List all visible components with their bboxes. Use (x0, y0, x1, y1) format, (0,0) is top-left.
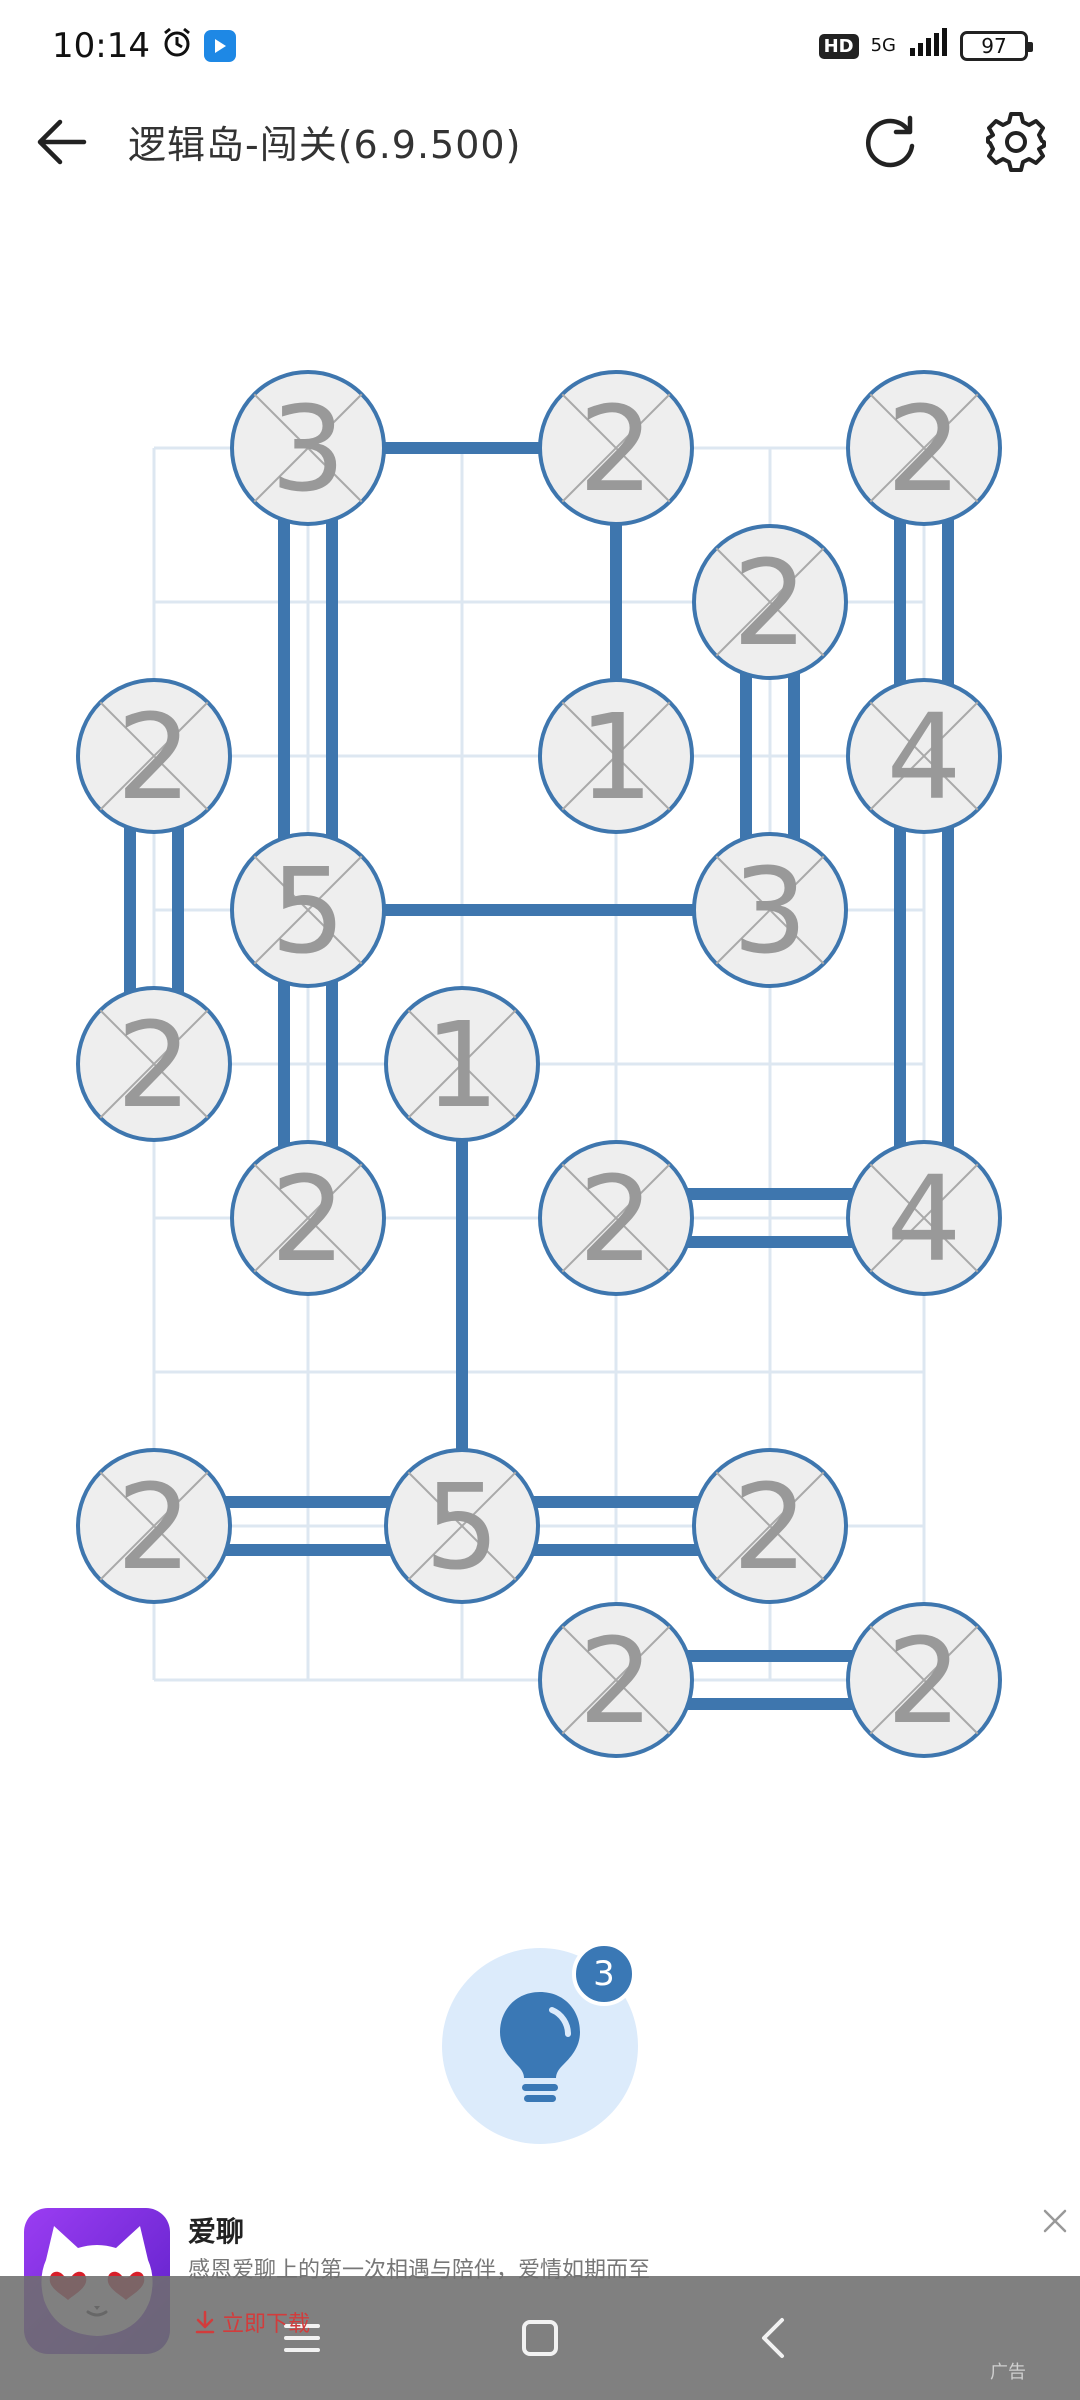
island[interactable]: 4 (846, 678, 1002, 834)
island-value: 2 (578, 1612, 653, 1750)
battery-level: 97 (981, 34, 1007, 58)
status-bar: 10:14 HD 5G 97 (0, 0, 1080, 92)
island-value: 2 (116, 1458, 191, 1596)
menu-icon (284, 2324, 320, 2352)
page-title: 逻辑岛-闯关(6.9.500) (128, 123, 522, 167)
hint-area: 3 (442, 1942, 638, 2144)
menu-nav-button[interactable] (270, 2306, 334, 2370)
island-value: 2 (732, 1458, 807, 1596)
notification-app-icon (203, 30, 236, 62)
island-cross-line (715, 1471, 825, 1581)
island[interactable]: 1 (538, 678, 694, 834)
island[interactable]: 2 (846, 370, 1002, 526)
island-value: 4 (886, 688, 961, 826)
island[interactable]: 2 (846, 1602, 1002, 1758)
hint-button[interactable] (442, 1948, 638, 2144)
ad-label: 广告 (990, 2362, 1026, 2383)
island-value: 2 (732, 534, 807, 672)
island-cross-line (253, 1163, 363, 1273)
system-nav-bar (0, 2276, 1080, 2400)
island-cross-line (253, 393, 363, 503)
back-nav-button[interactable] (742, 2306, 806, 2370)
island-value: 3 (732, 842, 807, 980)
island-value: 2 (886, 380, 961, 518)
ad-download-button[interactable]: 立即下载 (194, 2306, 310, 2338)
island[interactable]: 2 (692, 1448, 848, 1604)
island-cross-line (561, 393, 671, 503)
island-cross-line (99, 1009, 209, 1119)
island-cross-line (407, 1009, 517, 1119)
island[interactable]: 5 (230, 832, 386, 988)
island-cross-line (99, 701, 209, 811)
island[interactable]: 2 (538, 370, 694, 526)
signal-icon (908, 28, 948, 64)
island[interactable]: 2 (230, 1140, 386, 1296)
island-value: 5 (424, 1458, 499, 1596)
home-square-icon (522, 2320, 558, 2356)
island[interactable]: 4 (846, 1140, 1002, 1296)
island-cross-line (869, 701, 979, 811)
ad-download-label: 立即下载 (222, 2312, 311, 2337)
network-label: 5G (870, 35, 896, 56)
battery-icon: 97 (960, 31, 1033, 61)
island-value: 1 (578, 688, 653, 826)
island-value: 2 (116, 688, 191, 826)
island-cross-line (561, 701, 671, 811)
island[interactable]: 2 (538, 1140, 694, 1296)
island[interactable]: 2 (76, 1448, 232, 1604)
ad-title: 爱聊 (188, 2215, 245, 2248)
island-cross-line (561, 1163, 671, 1273)
island-value: 4 (886, 1150, 961, 1288)
island-cross-line (715, 855, 825, 965)
island-cross-line (869, 1625, 979, 1735)
home-nav-button[interactable] (508, 2306, 572, 2370)
hd-badge: HD (818, 33, 859, 59)
restart-button[interactable] (856, 108, 924, 176)
island-value: 2 (578, 1150, 653, 1288)
island-cross-line (869, 393, 979, 503)
gear-icon (986, 112, 1046, 172)
settings-button[interactable] (982, 108, 1050, 176)
island-cross-line (253, 855, 363, 965)
alarm-icon (160, 25, 194, 68)
island[interactable]: 2 (538, 1602, 694, 1758)
island[interactable]: 2 (692, 524, 848, 680)
island[interactable]: 3 (692, 832, 848, 988)
lightbulb-icon (500, 1992, 580, 2102)
hint-count-badge: 3 (572, 1942, 636, 2006)
download-icon (195, 2310, 215, 2334)
island-value: 2 (270, 1150, 345, 1288)
island-cross-line (561, 1625, 671, 1735)
close-icon (1043, 2209, 1067, 2233)
back-button[interactable] (32, 110, 96, 174)
island-value: 1 (424, 996, 499, 1134)
island[interactable]: 3 (230, 370, 386, 526)
island-cross-line (99, 1471, 209, 1581)
island-value: 5 (270, 842, 345, 980)
island[interactable]: 1 (384, 986, 540, 1142)
arrow-left-icon (37, 119, 87, 165)
status-time: 10:14 (52, 26, 150, 66)
island[interactable]: 2 (76, 986, 232, 1142)
island-value: 3 (270, 380, 345, 518)
island-cross-line (407, 1471, 517, 1581)
chevron-left-icon (762, 2318, 784, 2358)
island[interactable]: 5 (384, 1448, 540, 1604)
ad-close-button[interactable] (1040, 2206, 1070, 2236)
island-value: 2 (116, 996, 191, 1134)
island-cross-line (869, 1163, 979, 1273)
island-value: 2 (886, 1612, 961, 1750)
app-header: 逻辑岛-闯关(6.9.500) (0, 92, 1080, 192)
island[interactable]: 2 (76, 678, 232, 834)
island-value: 2 (578, 380, 653, 518)
island-cross-line (715, 547, 825, 657)
refresh-icon (866, 115, 915, 168)
